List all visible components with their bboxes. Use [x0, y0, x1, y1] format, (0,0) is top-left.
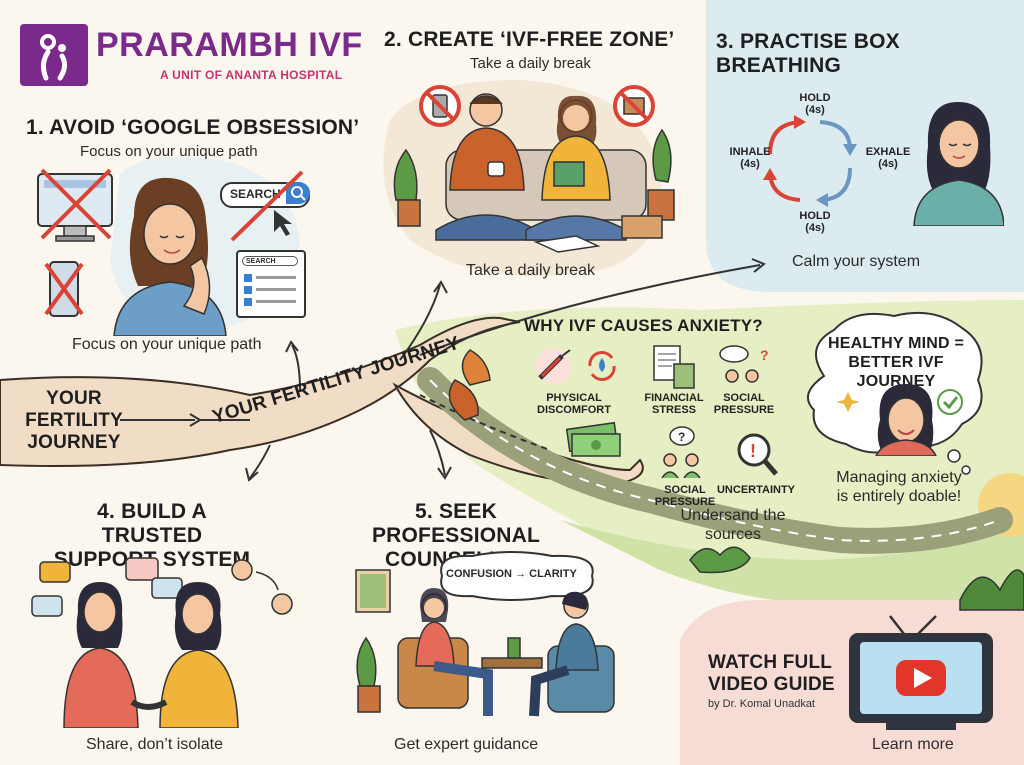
- woman-breathing-illustration: [913, 102, 1004, 226]
- brand-name: PRARAMBH IVF: [96, 26, 363, 64]
- woman-thinking-illustration: [113, 177, 227, 336]
- svg-text:!: !: [750, 441, 756, 461]
- breath-hold-top: HOLD(4s): [799, 92, 831, 116]
- anxiety-title: WHY IVF CAUSES ANXIETY?: [524, 316, 763, 335]
- breath-hold-bottom: HOLD(4s): [799, 210, 831, 234]
- money-stack-icon: [565, 421, 621, 457]
- uncertainty-magnifier-icon: !: [737, 433, 778, 476]
- breath-inhale: INHALE(4s): [729, 146, 771, 170]
- phone-crossed-icon: [44, 261, 84, 317]
- cycle-drop-icon: [588, 351, 616, 381]
- tv-play-button[interactable]: [846, 612, 996, 732]
- healthy-mind-text: HEALTHY MIND =BETTER IVF JOURNEY: [828, 335, 964, 390]
- no-book-sign-icon: [613, 85, 655, 127]
- tip-1-subtitle: Focus on your unique path: [80, 143, 258, 160]
- results-search-box: SEARCH: [242, 256, 298, 266]
- tip-3-caption: Calm your system: [792, 253, 921, 270]
- tip-5-caption: Get expert guidance: [394, 736, 539, 753]
- monitor-crossed-icon: [37, 168, 113, 242]
- friends-holding-hands-illustration: [31, 557, 293, 728]
- svg-text:?: ?: [760, 347, 769, 363]
- people-question-icon: ?: [661, 426, 701, 479]
- brand-tagline: A UNIT OF ANANTA HOSPITAL: [160, 68, 343, 82]
- svg-text:?: ?: [678, 430, 685, 444]
- box-breathing-cycle-diagram: [763, 115, 857, 207]
- couple-relaxing-illustration: [393, 93, 675, 253]
- tip-1-title: 1. AVOID ‘GOOGLE OBSESSION’: [26, 116, 360, 139]
- video-byline: by Dr. Komal Unadkat: [708, 698, 815, 710]
- counseling-session-illustration: [355, 569, 615, 717]
- tip-2-title: 2. CREATE ‘IVF-FREE ZONE’: [384, 28, 675, 51]
- bill-calculator-icon: [653, 345, 695, 389]
- family-icon: [40, 34, 68, 81]
- clarity-thought-bubble: [440, 551, 594, 601]
- tip-2-subtitle: Take a daily break: [470, 55, 591, 72]
- search-bar-text: SEARCH: [230, 187, 281, 201]
- logo-mark: [20, 24, 88, 86]
- people-speech-icon: ?: [719, 345, 769, 383]
- happy-woman-illustration: [836, 384, 963, 456]
- cause-uncertainty: UNCERTAINTY: [716, 484, 795, 496]
- syringe-icon: [536, 348, 572, 384]
- magnifier-icon: [286, 182, 310, 204]
- no-phone-sign-icon: [419, 85, 461, 127]
- tip-1-caption: Focus on your unique path: [72, 336, 262, 353]
- thought-cloud: [806, 311, 983, 475]
- cross-out-search-icon: [230, 170, 304, 242]
- breath-exhale: EXHALE(4s): [865, 146, 911, 170]
- search-results-graphic: SEARCH: [236, 250, 306, 318]
- search-bar-graphic: SEARCH: [220, 182, 310, 208]
- tip-4-caption: Share, don’t isolate: [86, 736, 223, 753]
- journey-start-label: YOUR FERTILITY JOURNEY: [25, 388, 123, 453]
- learn-more-link[interactable]: Learn more: [872, 736, 954, 753]
- tip-2-caption: Take a daily break: [466, 262, 595, 279]
- tip-3-title: 3. PRACTISE BOX BREATHING: [716, 30, 900, 77]
- bubble-text: CONFUSION → CLARITY: [446, 568, 577, 580]
